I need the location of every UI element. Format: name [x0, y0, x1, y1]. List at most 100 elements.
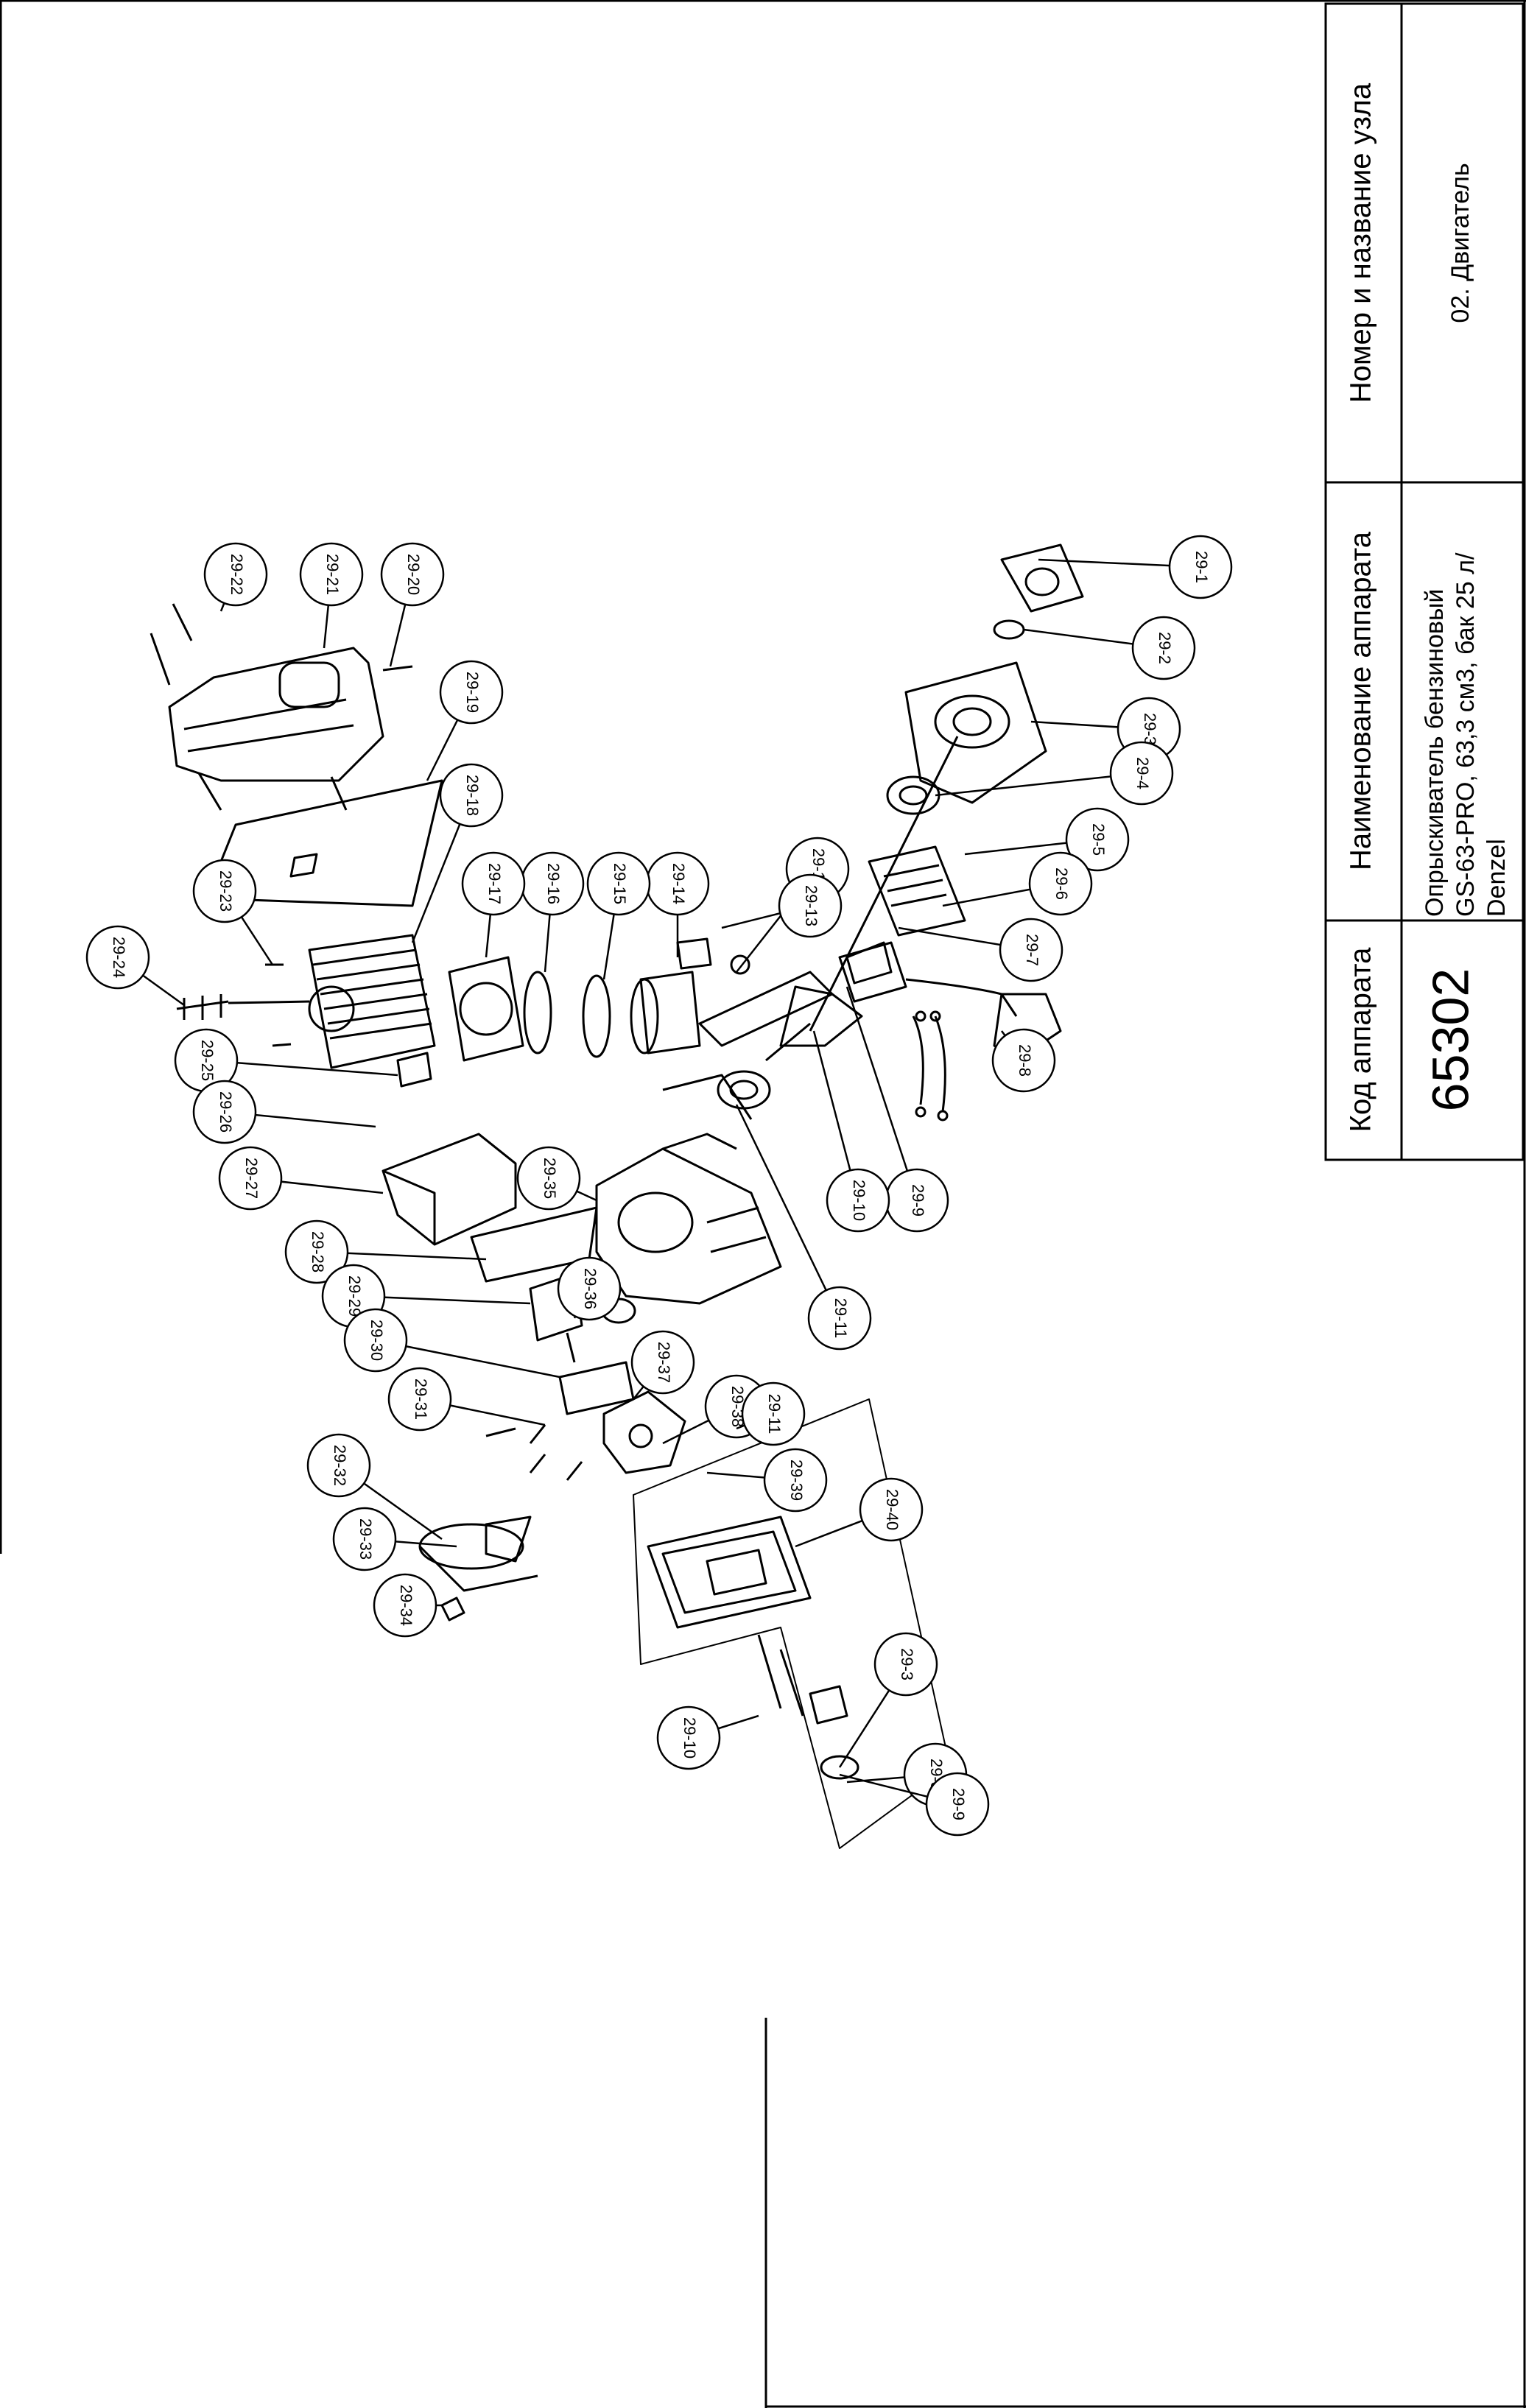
callout-label: 29-20 — [404, 554, 423, 595]
bracket-plate — [868, 845, 966, 937]
insulator-plate — [558, 1361, 635, 1415]
callout-bubble — [373, 1573, 437, 1638]
callout-label: 29-5 — [1089, 823, 1108, 856]
callout-leader — [735, 1104, 841, 1319]
device-name-line2: GS-63-PRO, 63,3 см3, бак 25 л/ — [1452, 552, 1480, 917]
callout-bubble — [203, 542, 268, 607]
callout-label: 29-27 — [242, 1158, 261, 1199]
callout-label: 29-9 — [909, 1184, 927, 1217]
callout-bubble — [306, 1433, 371, 1498]
callout-label: 29-17 — [485, 863, 504, 904]
main-bearing — [717, 1070, 771, 1110]
callout-bubble — [516, 1146, 581, 1211]
callout-bubble — [741, 1381, 806, 1446]
callout-bubble — [1065, 807, 1130, 872]
callout-label: 29-3 — [1141, 713, 1159, 745]
callout-label: 29-8 — [1016, 1044, 1034, 1077]
callout-bubble — [387, 1367, 452, 1432]
callout-label: 29-7 — [1023, 934, 1041, 966]
callout-label: 29-16 — [544, 863, 563, 904]
callout-bubble — [586, 851, 651, 916]
callout-label: 29-10 — [681, 1717, 699, 1759]
callout-label: 29-18 — [463, 775, 482, 816]
callout-label: 29-24 — [110, 937, 128, 978]
callout-label: 29-11 — [831, 1298, 850, 1339]
title-block-grid — [1324, 2, 1525, 1161]
callout-bubble — [439, 763, 504, 828]
callout-label: 29-2 — [1156, 632, 1174, 664]
callout-bubble — [192, 1080, 257, 1144]
crankcase-right — [904, 661, 1047, 804]
callout-bubble — [85, 925, 150, 990]
callout-label: 29-31 — [412, 1379, 430, 1420]
air-filter-group-outline — [633, 1398, 951, 1849]
piston — [630, 937, 712, 1055]
bolts — [440, 1332, 804, 1717]
piston-rings — [523, 971, 611, 1058]
callout-label: 29-34 — [397, 1585, 415, 1626]
callout-label: 29-23 — [217, 870, 235, 912]
callouts: 29-129-229-329-429-529-629-729-829-929-1… — [85, 535, 1233, 1837]
callout-label: 29-30 — [368, 1320, 386, 1361]
callout-bubble — [991, 1028, 1056, 1093]
engine-cover — [150, 603, 413, 811]
air-filter-box — [647, 1515, 812, 1629]
callout-label: 29-26 — [217, 1091, 235, 1133]
callout-bubble — [299, 542, 364, 607]
spark-plug — [176, 963, 310, 1047]
callout-label: 29-22 — [228, 554, 246, 595]
callout-label: 29-33 — [356, 1518, 375, 1560]
callout-label: 29-29 — [345, 1275, 364, 1317]
callout-bubble — [557, 1256, 622, 1321]
callout-label: 29-28 — [309, 1231, 327, 1272]
header-device: Наименование аппарата — [1345, 531, 1377, 870]
device-code: 65302 — [1421, 968, 1479, 1112]
callout-label: 29-37 — [655, 1342, 673, 1383]
callout-label: 29-21 — [323, 554, 342, 595]
callout-leader — [935, 772, 1142, 797]
callout-bubble — [859, 1477, 924, 1542]
callout-leader — [845, 986, 918, 1201]
callout-bubble — [656, 1705, 721, 1770]
callout-label: 29-11 — [765, 1394, 784, 1434]
callout-label: 29-4 — [1133, 757, 1152, 789]
callout-label: 29-39 — [787, 1460, 806, 1501]
callout-leader — [205, 1059, 398, 1077]
choke-lever — [809, 1685, 859, 1780]
callout-label: 29-25 — [198, 1040, 217, 1081]
callout-bubble — [778, 873, 843, 938]
callout-bubble — [439, 660, 504, 725]
callout-bubble — [630, 1330, 695, 1395]
callout-bubble — [826, 1168, 890, 1233]
callout-bubble — [284, 1219, 349, 1284]
callout-label: 29-35 — [541, 1158, 559, 1199]
callout-label: 29-15 — [611, 863, 629, 904]
filter-element — [418, 1515, 538, 1592]
side-bearing — [886, 775, 940, 815]
title-block-text: Код аппарата Наименование аппарата Номер… — [1345, 82, 1511, 1132]
callout-label: 29-19 — [463, 672, 482, 713]
callout-label: 29-10 — [850, 1180, 868, 1221]
callout-label: 29-14 — [669, 863, 688, 904]
callout-bubble — [380, 542, 445, 607]
callout-bubble — [461, 851, 526, 916]
callout-label: 29-36 — [581, 1268, 600, 1309]
muffler-shield — [382, 1052, 517, 1246]
header-code: Код аппарата — [1345, 947, 1377, 1132]
callout-bubble — [999, 918, 1063, 982]
device-name-line1: Опрыскиватель бензиновый — [1421, 589, 1449, 917]
unit-name: 02. Двигатель — [1446, 163, 1474, 323]
cylinder — [308, 934, 436, 1069]
callout-label: 29-32 — [331, 1445, 349, 1486]
drawing — [150, 543, 1084, 1849]
callout-bubble — [925, 1772, 990, 1837]
callout-label: 29-9 — [949, 1788, 968, 1820]
callout-bubble — [1109, 741, 1174, 806]
cylinder-gasket — [448, 956, 524, 1062]
callout-bubble — [1028, 851, 1093, 916]
callout-label: 29-1 — [1192, 551, 1211, 583]
carburetor — [602, 1390, 686, 1474]
header-unit: Номер и название узла — [1345, 82, 1377, 403]
